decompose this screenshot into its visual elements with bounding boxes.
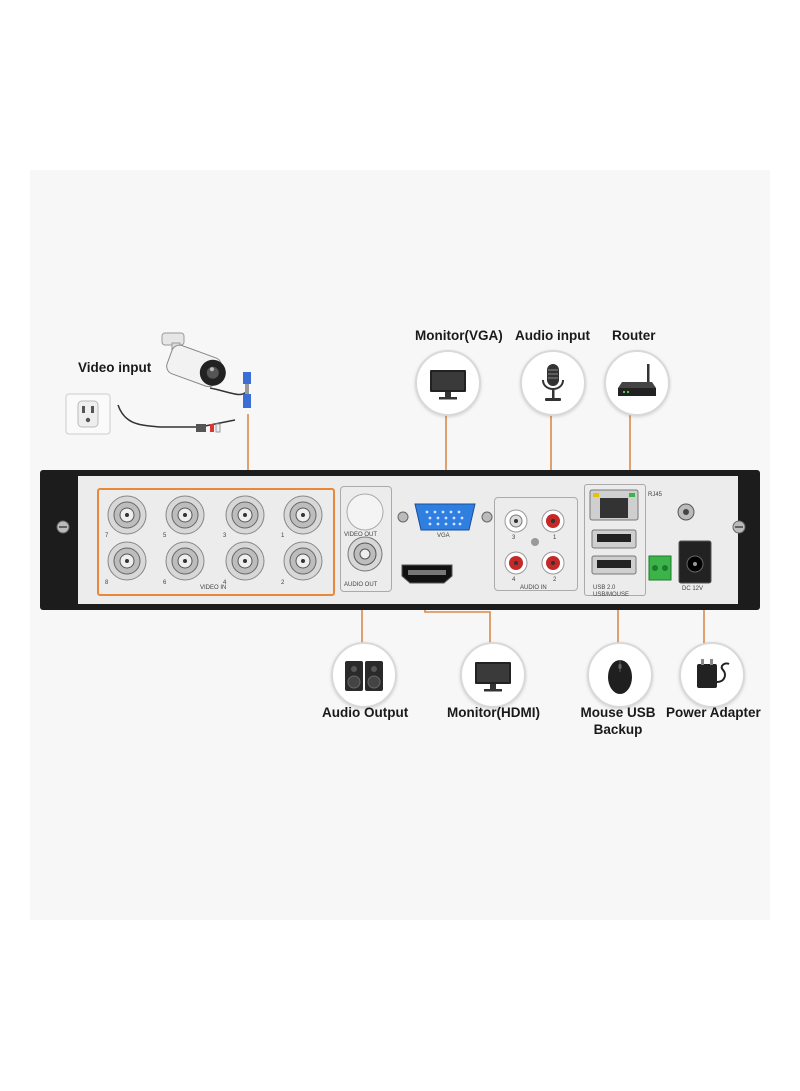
bnc-connector-icon bbox=[240, 370, 256, 414]
audio-in-number: 4 bbox=[512, 577, 516, 583]
bnc-number: 8 bbox=[105, 580, 109, 586]
vga-text: VGA bbox=[437, 533, 450, 539]
microphone-circle bbox=[520, 350, 586, 416]
usb-text: USB 2.0 bbox=[593, 585, 616, 591]
screw-icon bbox=[56, 520, 70, 534]
audio-in-text: AUDIO IN bbox=[520, 585, 547, 591]
bnc-number: 7 bbox=[105, 533, 109, 539]
audio-in-number: 3 bbox=[512, 535, 516, 541]
splitter-cable-icon bbox=[190, 420, 230, 436]
monitor-hdmi-label: Monitor(HDMI) bbox=[447, 705, 540, 720]
video-input-label: Video input bbox=[78, 360, 152, 375]
power-adapter-label: Power Adapter bbox=[666, 705, 761, 720]
backup-label: Backup bbox=[593, 722, 643, 737]
monitor-icon bbox=[475, 662, 511, 692]
mouse-circle bbox=[587, 642, 653, 708]
monitor-icon bbox=[430, 370, 466, 400]
audio-out-text: AUDIO OUT bbox=[344, 582, 378, 588]
bnc-number: 5 bbox=[163, 533, 167, 539]
screw-icon bbox=[732, 520, 746, 534]
audio-in-number: 2 bbox=[553, 577, 557, 583]
power-outlet-icon bbox=[65, 393, 111, 435]
mouse-usb-label: Mouse USB bbox=[580, 705, 656, 720]
router-circle bbox=[604, 350, 670, 416]
network-usb-group bbox=[584, 484, 646, 596]
video-out-text: VIDEO OUT bbox=[344, 532, 378, 538]
monitor-vga-label: Monitor(VGA) bbox=[415, 328, 503, 343]
power-adapter-icon bbox=[697, 659, 730, 688]
dc-power-jack bbox=[678, 540, 712, 584]
bnc-number: 3 bbox=[223, 533, 227, 539]
power-adapter-circle bbox=[679, 642, 745, 708]
rs485-terminal bbox=[648, 555, 672, 581]
video-in-text: VIDEO IN bbox=[200, 585, 227, 591]
vga-port bbox=[397, 503, 493, 531]
dc-text: DC 12V bbox=[682, 586, 704, 592]
bnc-number: 2 bbox=[281, 580, 285, 586]
ground-screw-icon bbox=[677, 503, 695, 521]
audio-output-label: Audio Output bbox=[322, 705, 409, 720]
audio-input-label: Audio input bbox=[515, 328, 590, 343]
vga-monitor-circle bbox=[415, 350, 481, 416]
speakers-icon bbox=[345, 661, 383, 691]
rj45-usb-ports bbox=[589, 489, 639, 575]
audio-in-number: 1 bbox=[553, 535, 557, 541]
bnc-number: 4 bbox=[223, 580, 227, 586]
bullet-camera-icon bbox=[150, 325, 240, 395]
router-icon bbox=[618, 364, 656, 396]
video-in-bnc-ports bbox=[107, 495, 323, 581]
audio-in-group bbox=[494, 497, 578, 591]
usb-mouse-text: USB/MOUSE bbox=[593, 592, 630, 598]
audio-in-ports bbox=[504, 509, 565, 575]
bnc-number: 1 bbox=[281, 533, 285, 539]
bnc-number: 6 bbox=[163, 580, 167, 586]
video-out-ports bbox=[346, 493, 384, 572]
mouse-icon bbox=[608, 660, 632, 694]
video-audio-out-group bbox=[340, 486, 392, 592]
hdmi-port bbox=[401, 564, 453, 584]
microphone-icon bbox=[542, 364, 564, 401]
speakers-circle bbox=[331, 642, 397, 708]
router-label: Router bbox=[612, 328, 656, 343]
hdmi-monitor-circle bbox=[460, 642, 526, 708]
video-in-group bbox=[97, 488, 335, 596]
rj45-text: RJ45 bbox=[648, 492, 663, 498]
